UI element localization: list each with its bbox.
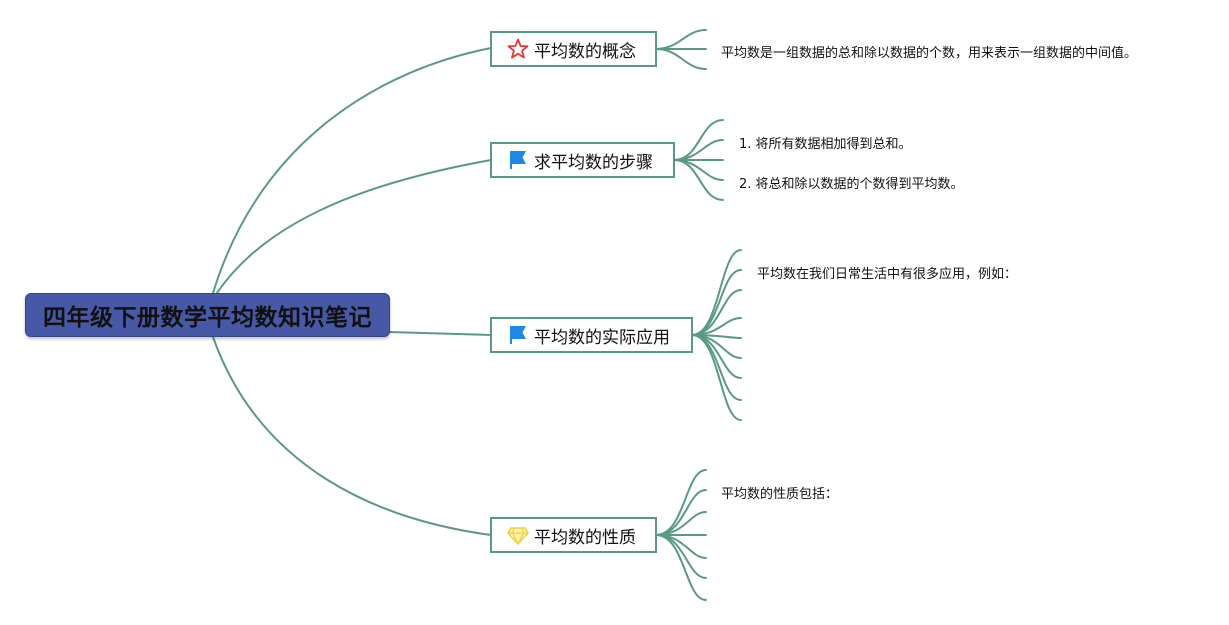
root-title: 四年级下册数学平均数知识笔记: [43, 305, 372, 331]
branch-properties[interactable]: 平均数的性质: [490, 517, 657, 553]
application-intro-text: 平均数在我们日常生活中有很多应用，例如：: [757, 267, 1018, 282]
branch-concept-label: 平均数的概念: [534, 41, 636, 62]
diamond-icon: [506, 523, 530, 547]
branch-concept[interactable]: 平均数的概念: [490, 31, 657, 67]
properties-intro-text: 平均数的性质包括：: [721, 487, 839, 502]
blue-flag-icon: [506, 148, 530, 172]
branch-application-label: 平均数的实际应用: [534, 327, 670, 348]
step-2-text: 2. 将总和除以数据的个数得到平均数。: [739, 177, 964, 192]
branch-properties-label: 平均数的性质: [534, 527, 636, 548]
branch-steps-label: 求平均数的步骤: [534, 152, 653, 173]
connector-root-application: [388, 331, 492, 336]
blue-flag-icon: [506, 323, 530, 347]
star-icon: [506, 37, 530, 61]
connector-root-steps: [216, 159, 492, 294]
connector-root-concept: [212, 47, 492, 294]
step-1-text: 1. 将所有数据相加得到总和。: [739, 137, 912, 152]
branch-application[interactable]: 平均数的实际应用: [490, 317, 693, 353]
branch-steps[interactable]: 求平均数的步骤: [490, 142, 675, 178]
root-topic[interactable]: 四年级下册数学平均数知识笔记: [25, 293, 390, 337]
connector-root-properties: [212, 336, 492, 536]
concept-definition-text: 平均数是一组数据的总和除以数据的个数，用来表示一组数据的中间值。: [721, 46, 1138, 61]
